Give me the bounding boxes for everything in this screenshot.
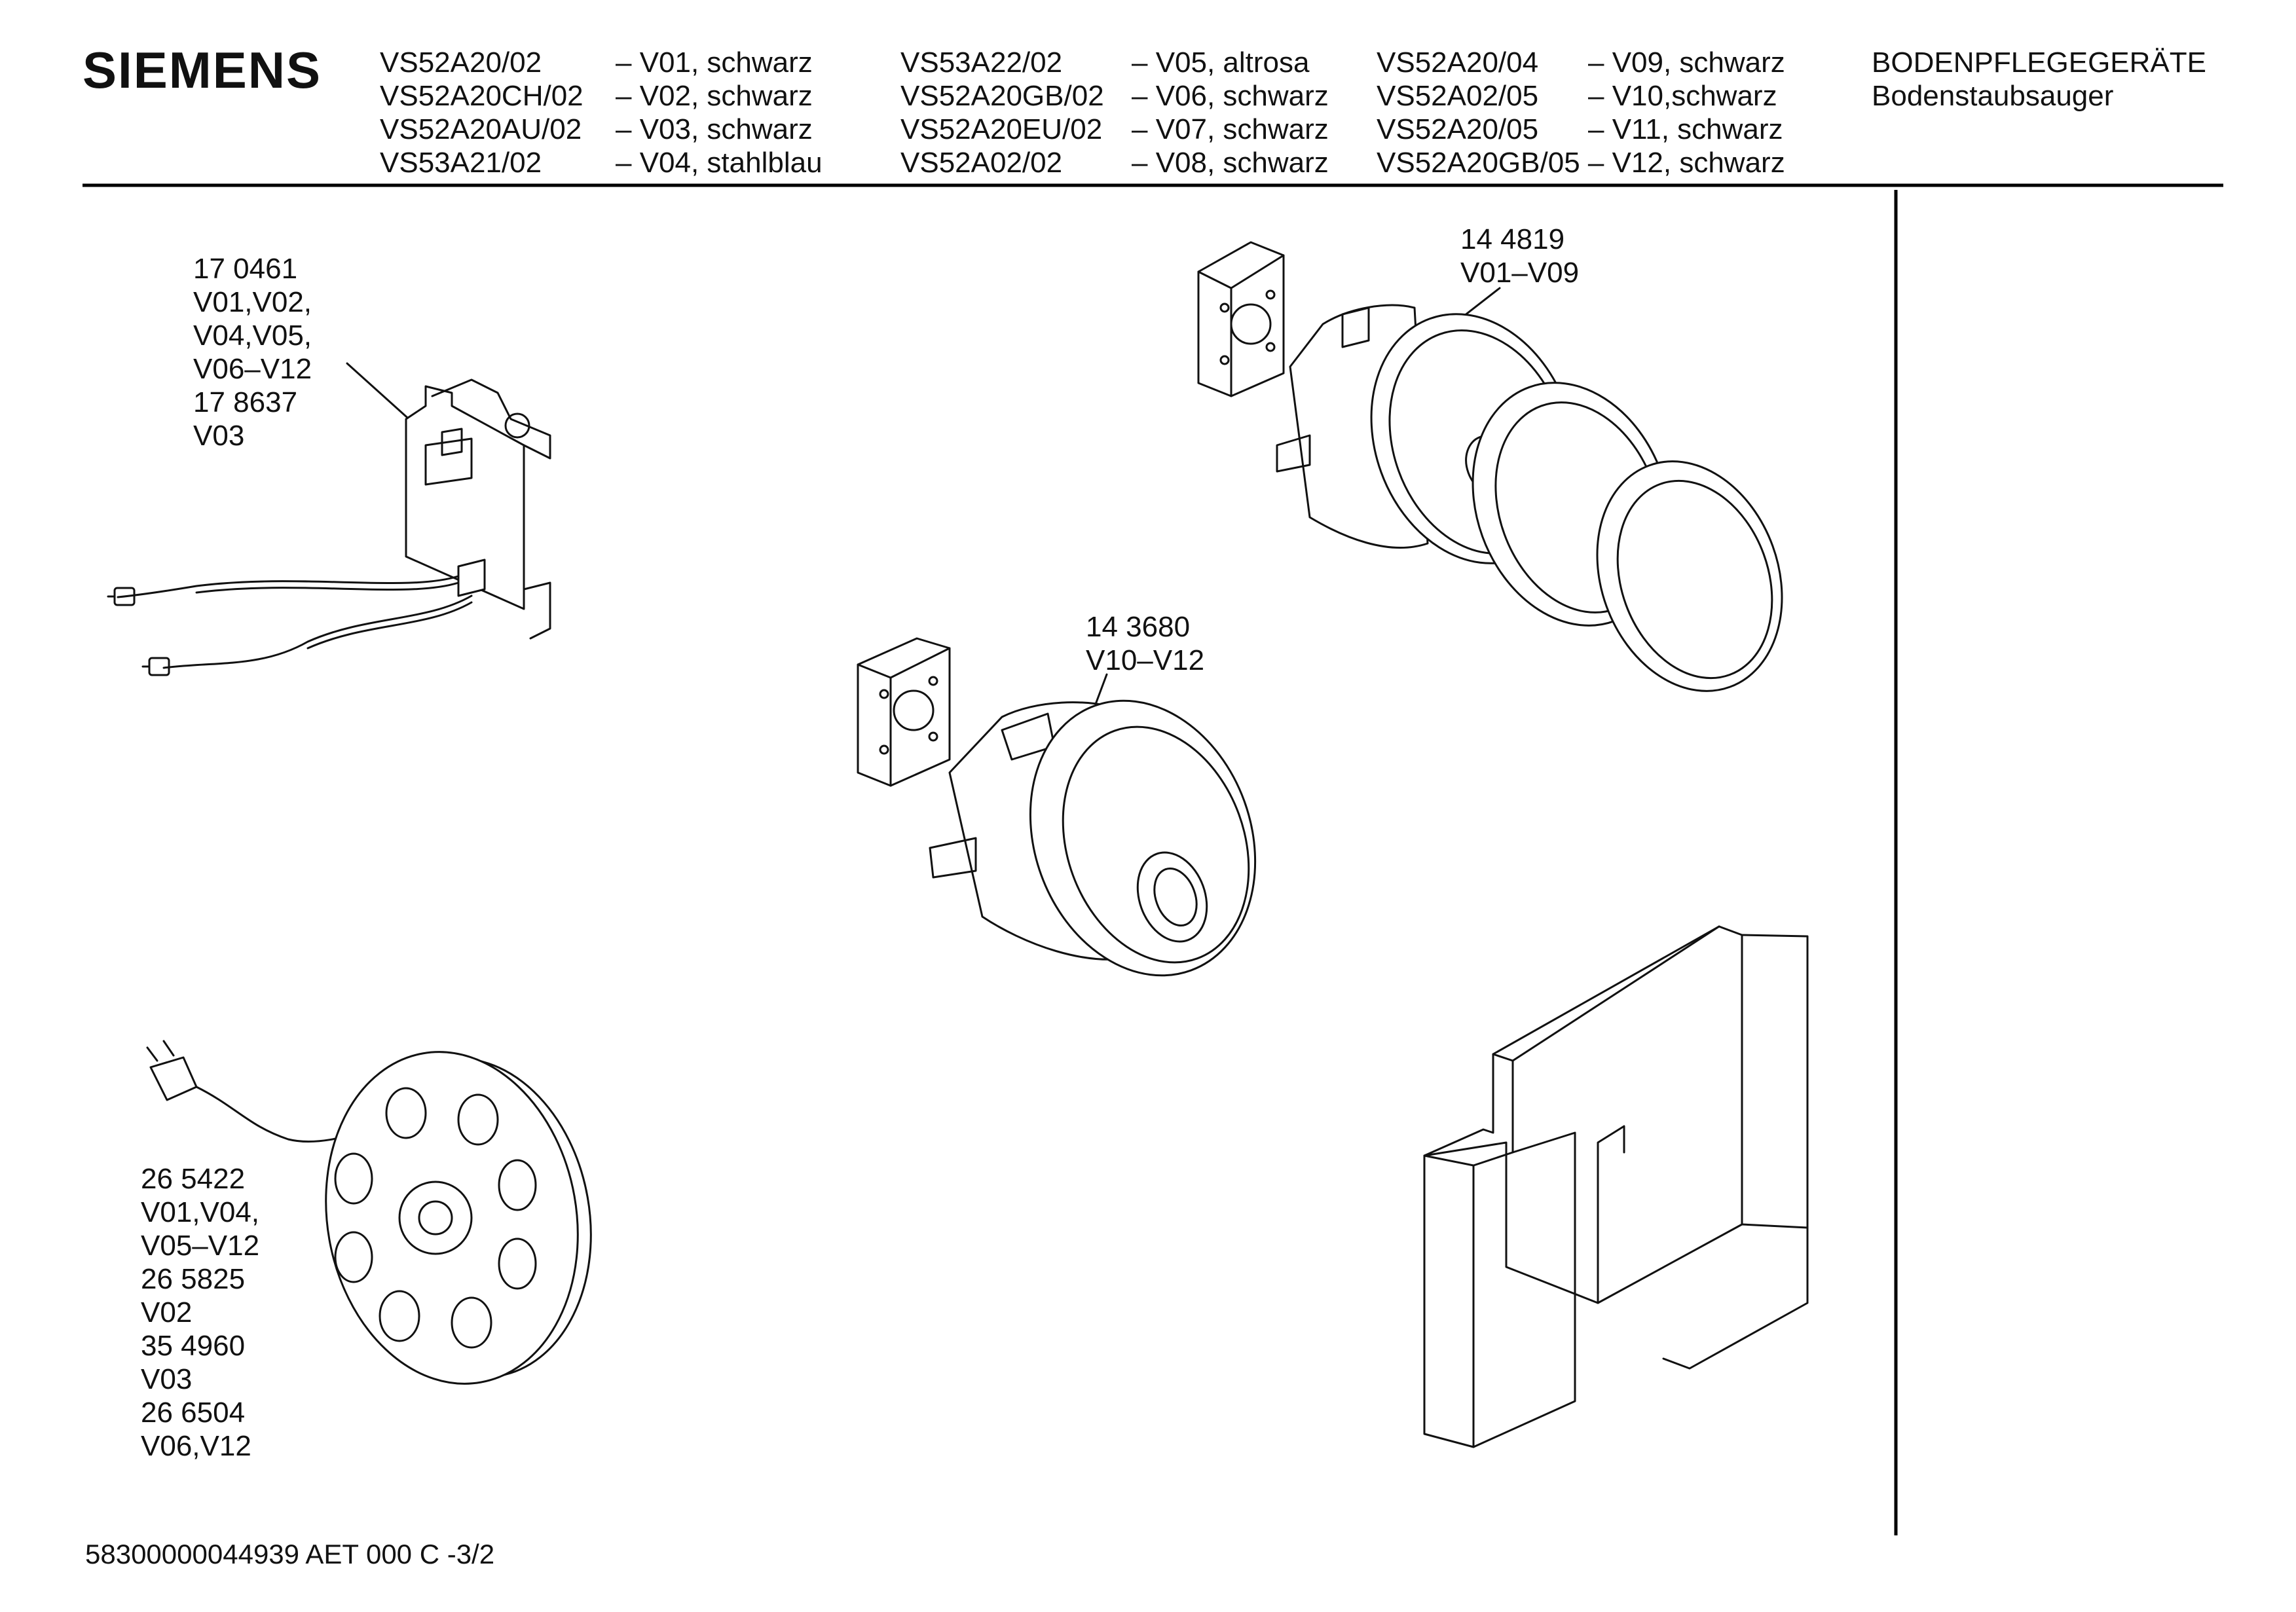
- model-variant: – V07, schwarz: [1132, 113, 1329, 145]
- variant-range: V06–V12: [193, 353, 312, 385]
- model-code: VS52A02/02: [900, 147, 1063, 179]
- filter-block-illustration: [1423, 925, 1809, 1448]
- part-number: 35 4960: [141, 1330, 246, 1362]
- variant-range: V02: [141, 1296, 193, 1328]
- model-variants-col2: – V05, altrosa – V06, schwarz – V07, sch…: [1132, 46, 1329, 179]
- category-sub: Bodenstaubsauger: [1872, 80, 2114, 112]
- brand-logo: SIEMENS: [83, 41, 322, 99]
- model-code: VS52A20/02: [380, 46, 542, 79]
- variant-range: V05–V12: [141, 1230, 260, 1262]
- model-code: VS52A20EU/02: [900, 113, 1103, 145]
- part-number: 26 5825: [141, 1263, 246, 1295]
- model-variants-col3: – V09, schwarz – V10,schwarz – V11, schw…: [1588, 46, 1785, 146]
- motor-large-illustration: [1197, 241, 1783, 692]
- model-variant: – V01, schwarz: [616, 46, 813, 79]
- model-variant: – V11, schwarz: [1588, 113, 1783, 145]
- document-footer: 58300000044939 AET 000 C -3/2: [85, 1539, 495, 1569]
- model-codes-col2: VS53A22/02 VS52A20GB/02 VS52A20EU/02 VS5…: [900, 46, 1104, 179]
- model-code: VS52A20/04: [1377, 46, 1539, 79]
- model-code: VS52A20GB/05 – V12, schwarz: [1377, 147, 1785, 179]
- variant-range: V06,V12: [141, 1430, 251, 1462]
- model-variant: – V10,schwarz: [1588, 80, 1777, 112]
- variant-range: V04,V05,: [193, 320, 312, 352]
- callout-switch: 17 0461 V01,V02, V04,V05, V06–V12 17 863…: [193, 252, 312, 452]
- variant-range: V01,V04,: [141, 1196, 260, 1228]
- model-code: VS52A20/05: [1377, 113, 1539, 145]
- variant-range: V10–V12: [1086, 644, 1205, 676]
- model-variant: – V08, schwarz: [1132, 147, 1329, 179]
- callout-motor-large: 14 4819 V01–V09: [1460, 223, 1579, 289]
- model-code: VS52A20GB/02: [900, 80, 1104, 112]
- category-block: BODENPFLEGEGERÄTE Bodenstaubsauger: [1872, 46, 2206, 113]
- callout-cable-reel: 26 5422 V01,V04, V05–V12 26 5825 V02 35 …: [141, 1162, 259, 1463]
- model-code: VS52A20AU/02: [380, 113, 582, 145]
- model-codes-col1: VS52A20/02 VS52A20CH/02 VS52A20AU/02 VS5…: [380, 46, 583, 179]
- switch-assembly-illustration: [107, 362, 551, 676]
- category-main: BODENPFLEGEGERÄTE: [1872, 46, 2207, 79]
- part-number: 14 4819: [1460, 223, 1565, 255]
- cable-reel-illustration: [146, 1040, 592, 1385]
- model-variant: – V09, schwarz: [1588, 46, 1785, 79]
- model-variant: – V02, schwarz: [616, 80, 813, 112]
- variant-range: V01,V02,: [193, 286, 312, 318]
- part-number: 17 0461: [193, 253, 298, 285]
- model-variant: – V06, schwarz: [1132, 80, 1329, 112]
- model-variant: – V04, stahlblau: [616, 147, 823, 179]
- model-variants-col1: – V01, schwarz – V02, schwarz – V03, sch…: [616, 46, 823, 179]
- variant-range: V03: [193, 420, 245, 452]
- part-number: 14 3680: [1086, 611, 1191, 643]
- part-number: 26 6504: [141, 1397, 246, 1429]
- callout-motor-small: 14 3680 V10–V12: [1086, 610, 1204, 677]
- model-variant: – V05, altrosa: [1132, 46, 1310, 79]
- model-code: VS53A22/02: [900, 46, 1063, 79]
- model-code: VS52A02/05: [1377, 80, 1539, 112]
- model-code: VS53A21/02: [380, 147, 542, 179]
- variant-range: V01–V09: [1460, 257, 1580, 289]
- motor-small-illustration: [857, 637, 1257, 977]
- part-number: 26 5422: [141, 1163, 246, 1195]
- part-number: 17 8637: [193, 386, 298, 418]
- model-variant: – V03, schwarz: [616, 113, 813, 145]
- model-code: VS52A20CH/02: [380, 80, 583, 112]
- model-codes-col3: VS52A20/04 VS52A02/05 VS52A20/05 VS52A20…: [1377, 46, 1785, 179]
- variant-range: V03: [141, 1363, 193, 1395]
